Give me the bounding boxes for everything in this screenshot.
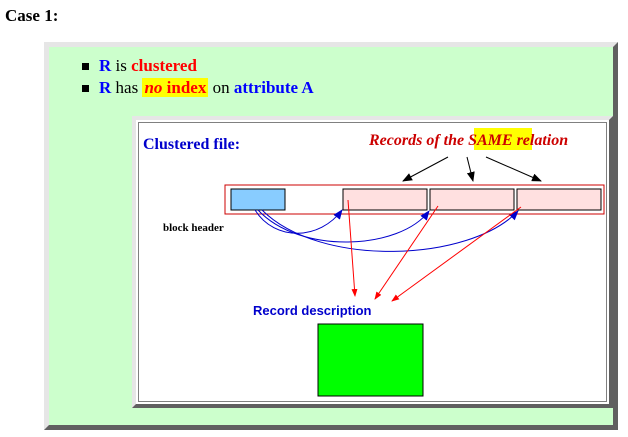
records-label-after: relation xyxy=(517,132,569,149)
same-highlight-box xyxy=(474,128,532,150)
record-description-pointer-2 xyxy=(374,205,439,300)
bullet-verb: is xyxy=(115,56,127,75)
record-slot-3 xyxy=(516,188,602,211)
clustered-keyword: clustered xyxy=(131,56,197,75)
relation-name: R xyxy=(99,78,112,97)
no-index-highlight: no index xyxy=(142,78,209,97)
header-pointer-3 xyxy=(261,209,519,252)
block-header-label: block header xyxy=(163,222,224,234)
header-pointer-2 xyxy=(257,209,430,243)
block-header-box xyxy=(230,188,286,211)
records-arrow-left xyxy=(402,156,449,182)
diagram-title: Clustered file: xyxy=(143,136,240,153)
record-slot-1 xyxy=(342,188,428,211)
records-arrow-right xyxy=(485,156,542,182)
no-emphasis: no xyxy=(144,78,163,97)
records-label-before: Records of the xyxy=(368,132,464,149)
diagram-panel-inset xyxy=(138,122,607,402)
records-label-highlight: SAME xyxy=(468,132,512,149)
index-word: index xyxy=(166,78,207,97)
bullet-verb: has xyxy=(115,78,139,97)
relation-name: R xyxy=(99,56,112,75)
case-title: Case 1: xyxy=(5,6,59,25)
records-arrow-middle xyxy=(466,156,475,182)
bullet-list: R is clustered R has no index on attribu… xyxy=(82,55,314,99)
record-slot-2 xyxy=(429,188,515,211)
header-pointer-1 xyxy=(254,209,343,234)
record-description-label: Record description xyxy=(253,303,372,318)
bullet-item-clustered: R is clustered xyxy=(82,55,314,77)
attribute-name: attribute A xyxy=(233,78,314,97)
bullet-item-no-index: R has no index on attribute A xyxy=(82,77,314,99)
bullet-connector: on xyxy=(212,78,230,97)
record-description-block xyxy=(317,323,424,397)
record-description-pointer-3 xyxy=(391,206,522,302)
record-description-pointer-1 xyxy=(347,199,358,297)
